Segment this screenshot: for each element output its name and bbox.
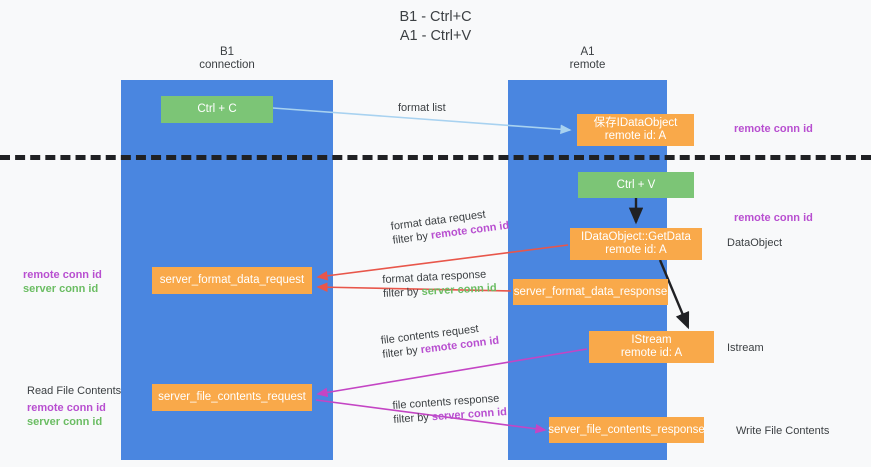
filter-key-server-conn-id: server conn id	[421, 282, 497, 298]
edge-label-format-list: format list	[398, 101, 446, 115]
node-idataobject-line-2: remote id: A	[604, 130, 667, 142]
node-idataobject[interactable]: 保存IDataObject remote id: A	[577, 114, 694, 146]
node-server-format-data-request[interactable]: server_format_data_request	[152, 267, 312, 294]
swimlane-a1-name: A1	[580, 46, 595, 58]
swimlane-a1-header: A1 remote	[508, 46, 667, 72]
annotation-left-remote-conn-id-2: remote conn id	[27, 402, 106, 414]
annotation-left-conn-ids: remote conn id server conn id	[23, 268, 102, 296]
node-getdata-line-1: IDataObject::GetData	[581, 231, 691, 243]
annotation-read-file-contents: Read File Contents	[27, 385, 122, 397]
node-istream-line-2: remote id: A	[620, 347, 683, 359]
edge-label-format-data-response: format data response filter by server co…	[382, 267, 497, 301]
node-idataobject-line-1: 保存IDataObject	[593, 117, 678, 129]
filter-prefix: filter by	[382, 285, 422, 300]
node-ctrl-c[interactable]: Ctrl + C	[161, 96, 273, 123]
annotation-remote-conn-id-top: remote conn id	[734, 122, 813, 136]
node-server-format-data-request-label: server_format_data_request	[159, 274, 305, 286]
annotation-istream: Istream	[727, 342, 764, 354]
swimlane-a1-subtitle: remote	[569, 59, 606, 71]
node-server-format-data-response-label: server_format_data_response	[513, 285, 668, 298]
annotation-remote-conn-id-top-text: remote conn id	[734, 123, 813, 135]
node-getdata-line-2: remote id: A	[605, 244, 667, 256]
annotation-write-file-contents: Write File Contents	[736, 425, 830, 437]
node-istream-line-1: IStream	[631, 334, 672, 346]
node-ctrl-v[interactable]: Ctrl + V	[578, 172, 694, 198]
node-istream[interactable]: IStream remote id: A	[589, 331, 714, 363]
swimlane-b1-name: B1	[219, 46, 235, 58]
edge-label-format-list-text: format list	[398, 102, 446, 114]
annotation-left-remote-conn-id: remote conn id	[23, 269, 102, 281]
title-line-1: B1 - Ctrl+C	[399, 9, 472, 25]
node-server-file-contents-response-label: server_file_contents_response	[548, 423, 705, 436]
annotation-left-server-conn-id-2: server conn id	[27, 416, 103, 428]
swimlane-b1-header: B1 connection	[121, 46, 333, 72]
filter-prefix: filter by	[393, 411, 433, 426]
node-idataobject-getdata[interactable]: IDataObject::GetData remote id: A	[570, 228, 702, 260]
node-server-format-data-response[interactable]: server_format_data_response	[513, 279, 668, 305]
node-server-file-contents-request[interactable]: server_file_contents_request	[152, 384, 312, 411]
node-ctrl-v-label: Ctrl + V	[616, 178, 656, 191]
annotation-remote-conn-id-mid-text: remote conn id	[734, 212, 813, 224]
swimlane-b1-subtitle: connection	[199, 59, 255, 71]
node-ctrl-c-label: Ctrl + C	[197, 103, 237, 115]
node-server-file-contents-request-label: server_file_contents_request	[158, 391, 306, 403]
diagram-title: B1 - Ctrl+C A1 - Ctrl+V	[0, 8, 871, 46]
annotation-left-conn-ids-2: remote conn id server conn id	[27, 401, 106, 429]
section-divider	[0, 155, 871, 160]
annotation-left-server-conn-id: server conn id	[23, 283, 99, 295]
annotation-remote-conn-id-mid: remote conn id	[734, 211, 813, 225]
title-line-2: A1 - Ctrl+V	[399, 28, 472, 44]
annotation-dataobject: DataObject	[727, 237, 783, 249]
node-server-file-contents-response[interactable]: server_file_contents_response	[548, 417, 705, 443]
